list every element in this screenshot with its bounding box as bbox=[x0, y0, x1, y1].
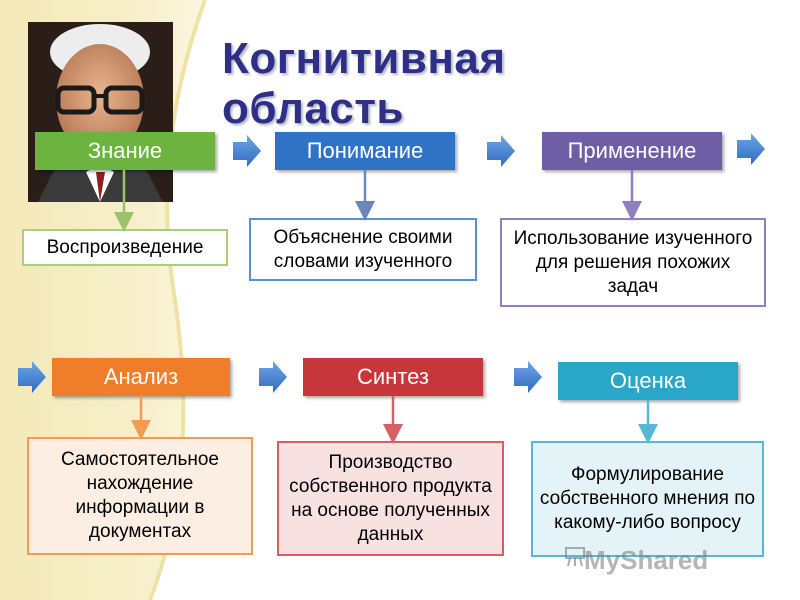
page-title: Когнитивная область bbox=[222, 34, 506, 133]
stage-application: Применение bbox=[542, 132, 722, 170]
description-text: Самостоятельное нахождение информации в … bbox=[60, 449, 219, 542]
stage-synthesis: Синтез bbox=[303, 358, 483, 396]
stage-label: Применение bbox=[567, 138, 697, 163]
flow-arrow-icon bbox=[487, 135, 515, 167]
description-application: Использование изученного для решения пох… bbox=[500, 218, 766, 307]
description-text: Использование изученного для решения пох… bbox=[513, 227, 753, 297]
stage-label: Знание bbox=[87, 138, 163, 163]
stage-label: Анализ bbox=[103, 364, 179, 389]
description-text: Формулирование собственного мнения по ка… bbox=[539, 464, 756, 533]
description-knowledge: Воспроизведение bbox=[22, 229, 228, 266]
flow-arrow-icon bbox=[514, 361, 542, 393]
flow-arrow-icon bbox=[737, 133, 765, 165]
stage-knowledge: Знание bbox=[35, 132, 215, 170]
flow-arrow-icon bbox=[259, 361, 287, 393]
stage-label: Понимание bbox=[306, 138, 424, 163]
portrait-photo bbox=[28, 22, 173, 202]
watermark-text: MyShared bbox=[584, 545, 709, 575]
stage-comprehension: Понимание bbox=[275, 132, 455, 170]
description-synthesis: Производство собственного продукта на ос… bbox=[277, 441, 504, 556]
description-text: Производство собственного продукта на ос… bbox=[289, 451, 492, 545]
stage-label: Синтез bbox=[357, 364, 429, 389]
stage-evaluation: Оценка bbox=[558, 362, 738, 400]
stage-analysis: Анализ bbox=[52, 358, 230, 396]
watermark-icon bbox=[565, 547, 585, 567]
stage-label: Оценка bbox=[609, 368, 687, 393]
description-comprehension: Объяснение своими словами изученного bbox=[249, 218, 477, 281]
description-analysis: Самостоятельное нахождение информации в … bbox=[27, 437, 253, 555]
description-text: Воспроизведение bbox=[46, 236, 204, 258]
description-text: Объяснение своими словами изученного bbox=[273, 226, 453, 272]
description-evaluation: Формулирование собственного мнения по ка… bbox=[531, 441, 764, 557]
